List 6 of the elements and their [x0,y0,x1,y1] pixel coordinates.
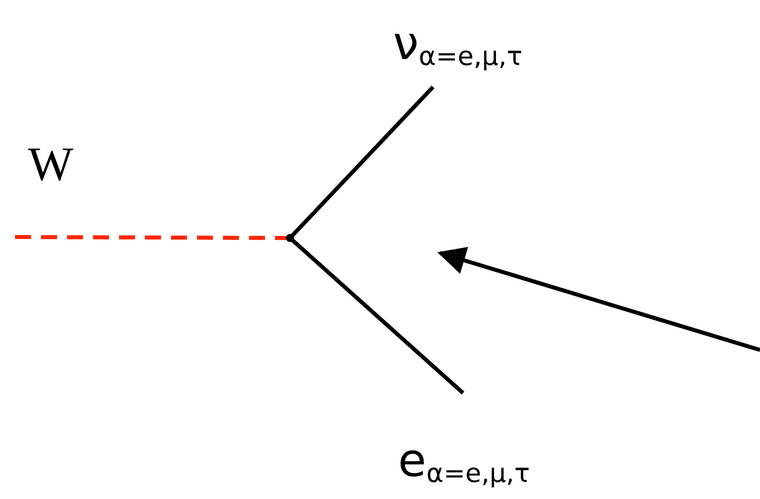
particle-label: e$_{α=e,μ,τ}$ [398,435,531,491]
vertex-point [286,234,294,242]
particle-label: ν$_{α=e,μ,τ}$ [393,18,524,74]
fermion-line [288,236,464,394]
edge-label: W [28,138,74,192]
fermion-line [288,86,434,240]
